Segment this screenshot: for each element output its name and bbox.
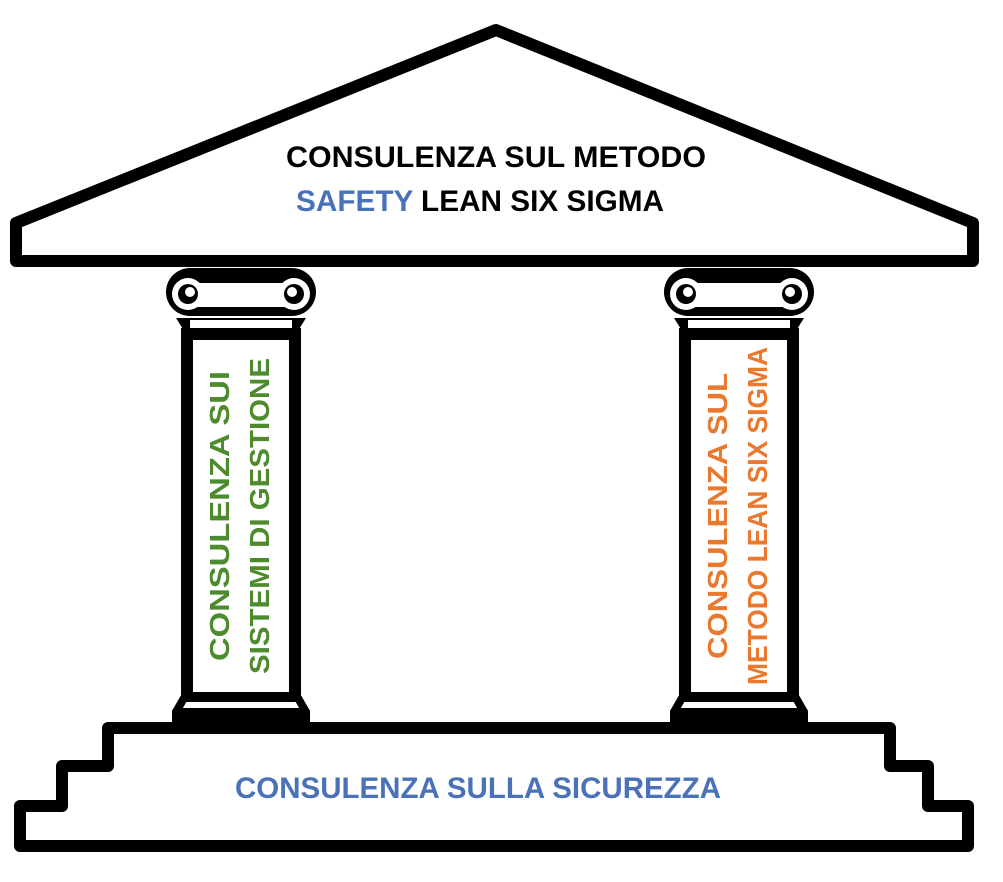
right-pillar-line1: CONSULENZA SUL — [702, 373, 733, 659]
right-plinth — [670, 694, 808, 724]
roof-title-line2-rest: LEAN SIX SIGMA — [413, 185, 664, 218]
roof — [10, 24, 979, 267]
safety-highlight: SAFETY — [296, 185, 413, 218]
right-pillar-line2: METODO LEAN SIX SIGMA — [742, 347, 773, 685]
left-capital-icon — [166, 268, 316, 334]
right-pillar — [664, 268, 814, 724]
base-label: CONSULENZA SULLA SICUREZZA — [235, 772, 721, 805]
left-pillar — [166, 268, 316, 724]
left-pillar-line1: CONSULENZA SUI — [204, 371, 235, 661]
base-steps — [14, 722, 974, 852]
left-plinth — [172, 694, 310, 724]
right-capital-icon — [664, 268, 814, 334]
roof-title-line1: CONSULENZA SUL METODO — [286, 141, 706, 174]
roof-title-line2: SAFETY LEAN SIX SIGMA — [296, 185, 664, 218]
left-pillar-line2: SISTEMI DI GESTIONE — [244, 358, 275, 674]
